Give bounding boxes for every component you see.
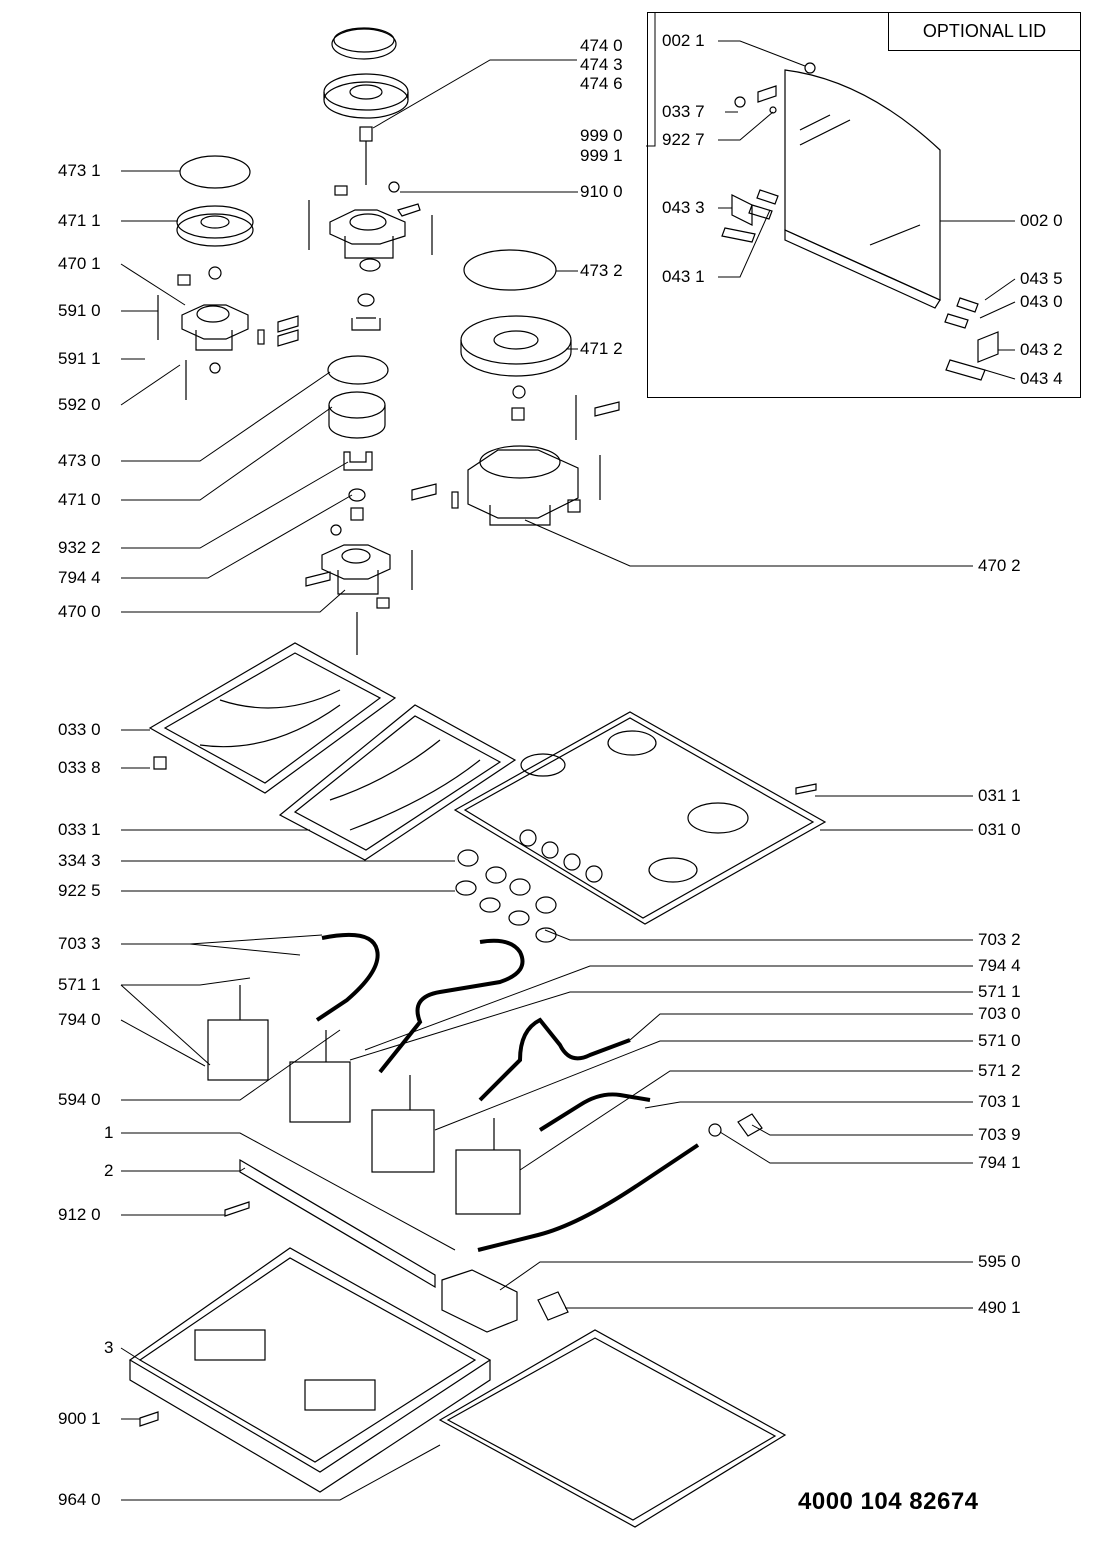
burner-crown-right <box>460 315 572 377</box>
part-label: 031 1 <box>978 786 1021 805</box>
part-label: 473 2 <box>580 261 623 280</box>
part-label: 932 2 <box>58 538 101 557</box>
part-label: 031 0 <box>978 820 1021 839</box>
part-label: 474 0 <box>580 36 623 55</box>
pan-support-left <box>148 642 397 794</box>
base-tray <box>128 1247 492 1493</box>
part-label: 474 6 <box>580 74 623 93</box>
glass-lid <box>784 69 941 309</box>
burner-cap-left-rear <box>179 155 251 189</box>
burner-body-right <box>467 445 579 526</box>
part-label: 033 8 <box>58 758 101 777</box>
burner-cap-right <box>463 249 557 291</box>
part-label: 703 9 <box>978 1125 1021 1144</box>
document-number: 4000 104 82674 <box>798 1488 979 1515</box>
part-label: 3 <box>104 1338 114 1357</box>
part-label: 043 2 <box>1020 340 1063 359</box>
part-label: 033 7 <box>662 102 705 121</box>
burner-body-left-rear <box>181 304 249 351</box>
part-label: 703 1 <box>978 1092 1021 1111</box>
part-label: 043 4 <box>1020 369 1063 388</box>
part-label: 794 4 <box>978 956 1021 975</box>
part-label: 912 0 <box>58 1205 101 1224</box>
part-label: 703 2 <box>978 930 1021 949</box>
burner-body-left-front <box>321 544 391 595</box>
part-label: 794 4 <box>58 568 101 587</box>
part-label: 470 2 <box>978 556 1021 575</box>
part-label: 033 1 <box>58 820 101 839</box>
part-label: 571 2 <box>978 1061 1021 1080</box>
part-label: 922 5 <box>58 881 101 900</box>
burner-cap-left-front <box>327 355 389 385</box>
gas-tap-2 <box>289 1030 351 1123</box>
part-label: 490 1 <box>978 1298 1021 1317</box>
hob-top-plate <box>453 711 827 925</box>
part-label: 002 0 <box>1020 211 1063 230</box>
part-label: 703 0 <box>978 1004 1021 1023</box>
part-label: 471 1 <box>58 211 101 230</box>
pan-support-right <box>278 704 517 861</box>
part-label: 999 1 <box>580 146 623 165</box>
gas-tap-4 <box>455 1118 521 1215</box>
part-label: 999 0 <box>580 126 623 145</box>
part-label: 470 0 <box>58 602 101 621</box>
part-label: 591 0 <box>58 301 101 320</box>
burner-crown-top <box>323 73 409 119</box>
part-label: 1 <box>104 1123 114 1142</box>
part-label: 571 0 <box>978 1031 1021 1050</box>
part-label: 571 1 <box>58 975 101 994</box>
burner-crown-left-rear <box>176 205 254 247</box>
part-label: 900 1 <box>58 1409 101 1428</box>
part-label: 703 3 <box>58 934 101 953</box>
part-label: 592 0 <box>58 395 101 414</box>
part-label: 043 0 <box>1020 292 1063 311</box>
seal-gasket <box>438 1329 787 1528</box>
part-label: 473 0 <box>58 451 101 470</box>
burner-body-top <box>329 209 406 272</box>
part-label: 471 2 <box>580 339 623 358</box>
part-label: 033 0 <box>58 720 101 739</box>
part-label: 474 3 <box>580 55 623 74</box>
part-label: 910 0 <box>580 182 623 201</box>
part-label: 334 3 <box>58 851 101 870</box>
part-label: 002 1 <box>662 31 705 50</box>
part-label: 470 1 <box>58 254 101 273</box>
burner-cap-top <box>331 27 397 60</box>
part-label: 594 0 <box>58 1090 101 1109</box>
part-label: 595 0 <box>978 1252 1021 1271</box>
part-label: 922 7 <box>662 130 705 149</box>
part-label: 043 5 <box>1020 269 1063 288</box>
part-label: 471 0 <box>58 490 101 509</box>
optional-lid-panel: OPTIONAL LID <box>647 12 1081 398</box>
spark-generator <box>441 1269 518 1333</box>
part-label: 591 1 <box>58 349 101 368</box>
gas-tap-1 <box>207 985 269 1081</box>
part-label: 571 1 <box>978 982 1021 1001</box>
part-label: 473 1 <box>58 161 101 180</box>
part-label: 794 1 <box>978 1153 1021 1172</box>
part-label: 2 <box>104 1161 114 1180</box>
part-label: 794 0 <box>58 1010 101 1029</box>
optional-lid-title: OPTIONAL LID <box>888 13 1080 51</box>
part-label: 043 1 <box>662 267 705 286</box>
part-label: 043 3 <box>662 198 705 217</box>
gas-tap-3 <box>371 1075 435 1173</box>
part-label: 964 0 <box>58 1490 101 1509</box>
burner-crown-left-front <box>328 391 386 439</box>
